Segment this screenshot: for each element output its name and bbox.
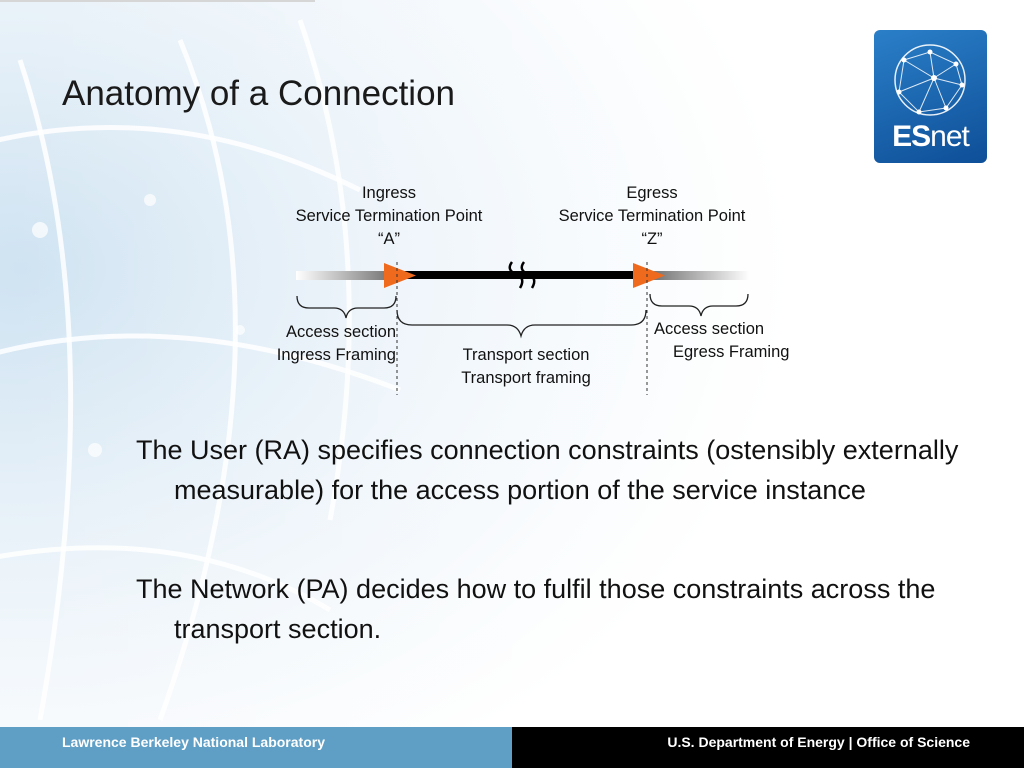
ingress-access-brace bbox=[296, 295, 397, 319]
bullet-item: The User (RA) specifies connection const… bbox=[136, 435, 959, 505]
ingress-stp-arrow-icon bbox=[384, 263, 416, 288]
egress-access-brace bbox=[649, 293, 749, 317]
egress-stp-label: Egress Service Termination Point “Z” bbox=[558, 184, 746, 248]
ingress-stp-label: Ingress Service Termination Point “A” bbox=[295, 184, 483, 248]
break-symbol bbox=[508, 261, 536, 289]
transport-line bbox=[392, 271, 650, 279]
footer: Lawrence Berkeley National Laboratory U.… bbox=[0, 727, 1024, 768]
transport-brace bbox=[396, 309, 647, 339]
footer-lab-name: Lawrence Berkeley National Laboratory bbox=[0, 727, 512, 768]
egress-access-label: Access section Egress Framing bbox=[654, 320, 790, 361]
footer-doe-office: U.S. Department of Energy | Office of Sc… bbox=[512, 727, 1024, 768]
logo-wordmark: ESnet bbox=[892, 120, 970, 153]
slide-title: Anatomy of a Connection bbox=[62, 74, 456, 113]
ingress-access-line bbox=[296, 271, 394, 280]
transport-section-label: Transport section Transport framing bbox=[461, 346, 591, 387]
globe-network-icon bbox=[894, 44, 966, 116]
bullet-item: The Network (PA) decides how to fulfil t… bbox=[136, 574, 936, 644]
egress-access-line bbox=[650, 271, 750, 280]
ingress-access-label: Access section Ingress Framing bbox=[276, 323, 396, 364]
egress-stp-arrow-icon bbox=[633, 263, 665, 288]
esnet-logo: ESnet bbox=[874, 30, 987, 163]
